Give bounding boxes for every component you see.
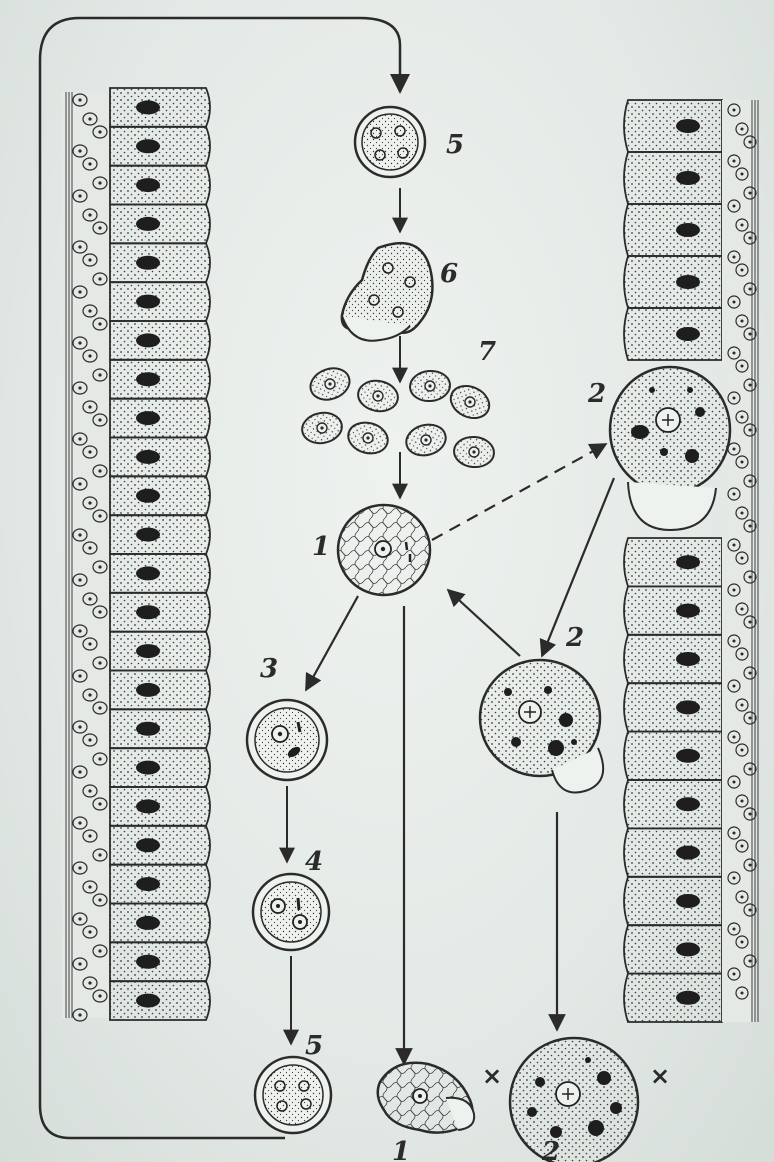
- epithelial-cell: [624, 828, 722, 876]
- excreted-small-form: [378, 1063, 474, 1133]
- tissue-form-upper: [610, 367, 730, 530]
- arrow-1-to-3: [306, 596, 358, 690]
- left-intestinal-wall: [62, 88, 210, 1021]
- right-intestinal-wall: [624, 100, 758, 1022]
- death-mark-1: ×: [482, 1062, 502, 1090]
- metacystic-amoebae-group: [300, 363, 496, 469]
- epithelial-cell: [624, 100, 722, 152]
- epithelial-cell: [624, 925, 722, 973]
- label-stage-2-middle: 2: [565, 623, 584, 653]
- epithelial-cell: [624, 586, 722, 634]
- label-stage-5-top: 5: [446, 130, 464, 160]
- label-stage-5-bottom: 5: [305, 1031, 323, 1061]
- mature-cyst-bottom: [255, 1057, 331, 1133]
- excreted-large-form: [510, 1038, 638, 1162]
- luminal-form-center: [338, 505, 430, 595]
- epithelial-cell: [624, 204, 722, 256]
- binucleate-cyst: [253, 874, 329, 950]
- epithelial-cell: [624, 256, 722, 308]
- mature-cyst-top: [355, 107, 425, 177]
- epithelial-cell: [624, 974, 722, 1022]
- epithelial-cell: [624, 635, 722, 683]
- death-mark-2: ×: [650, 1062, 670, 1090]
- arrow-large-form-to-small-form: [448, 590, 520, 656]
- excysting-amoeba: [342, 243, 433, 341]
- epithelial-cell: [624, 538, 722, 586]
- label-stage-4: 4: [305, 847, 323, 877]
- epithelial-cell: [624, 683, 722, 731]
- uninucleate-cyst: [247, 700, 327, 780]
- label-stage-1-bottom: 1: [392, 1137, 410, 1162]
- label-stage-2-bottom: 2: [541, 1137, 560, 1162]
- label-stage-6: 6: [440, 259, 458, 289]
- epithelial-cell: [624, 152, 722, 204]
- epithelial-cell: [624, 308, 722, 360]
- epithelial-cell: [624, 877, 722, 925]
- epithelial-cell: [624, 732, 722, 780]
- label-stage-7: 7: [478, 337, 496, 367]
- epithelial-cell: [624, 780, 722, 828]
- label-stage-2-upper: 2: [587, 379, 606, 409]
- large-vegetative-form: [480, 660, 603, 793]
- label-stage-1-center: 1: [312, 532, 330, 562]
- label-stage-3: 3: [260, 654, 278, 684]
